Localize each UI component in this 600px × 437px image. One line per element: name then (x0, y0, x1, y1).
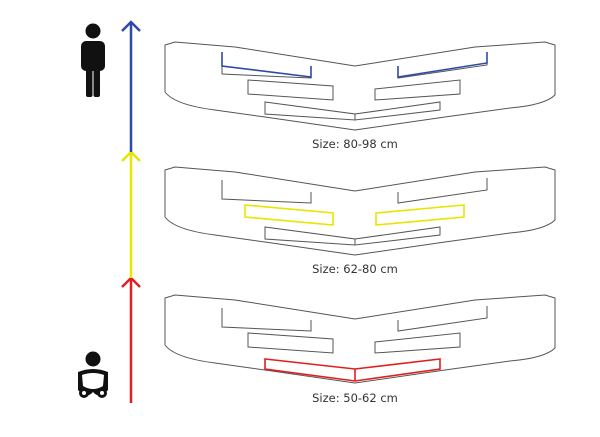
slot-right-middle-highlight (375, 204, 465, 226)
adult-person-icon (81, 23, 105, 97)
slot-left-lower (264, 101, 356, 121)
size-label-large: Size: 80-98 cm (312, 137, 398, 151)
slot-right-lower (354, 101, 441, 121)
belt-outline (164, 294, 556, 384)
slot-left-middle (247, 79, 334, 101)
belt-small (164, 294, 556, 384)
slot-upper-left-highlight (221, 52, 312, 78)
slot-right-middle (374, 79, 461, 101)
slot-right-lower (354, 226, 441, 246)
size-axis (121, 20, 141, 403)
slot-lower-highlight (264, 358, 441, 382)
slot-left-lower (264, 226, 356, 246)
slot-left-middle (247, 332, 334, 354)
baby-diaper-icon (78, 351, 108, 398)
arrowhead-large (121, 20, 141, 32)
slot-upper-right-highlight (397, 52, 488, 78)
slot-upper-left (221, 308, 312, 332)
slot-right-middle (374, 332, 461, 354)
slot-upper-right (397, 178, 488, 204)
slot-upper-left (221, 180, 312, 204)
belt-outline (164, 41, 556, 131)
size-label-small: Size: 50-62 cm (312, 391, 398, 405)
belt-outline (164, 166, 556, 256)
belt-large (164, 41, 556, 131)
slot-left-middle-highlight (244, 204, 334, 226)
belt-medium (164, 166, 556, 256)
slot-upper-right (397, 306, 488, 332)
size-label-medium: Size: 62-80 cm (312, 262, 398, 276)
